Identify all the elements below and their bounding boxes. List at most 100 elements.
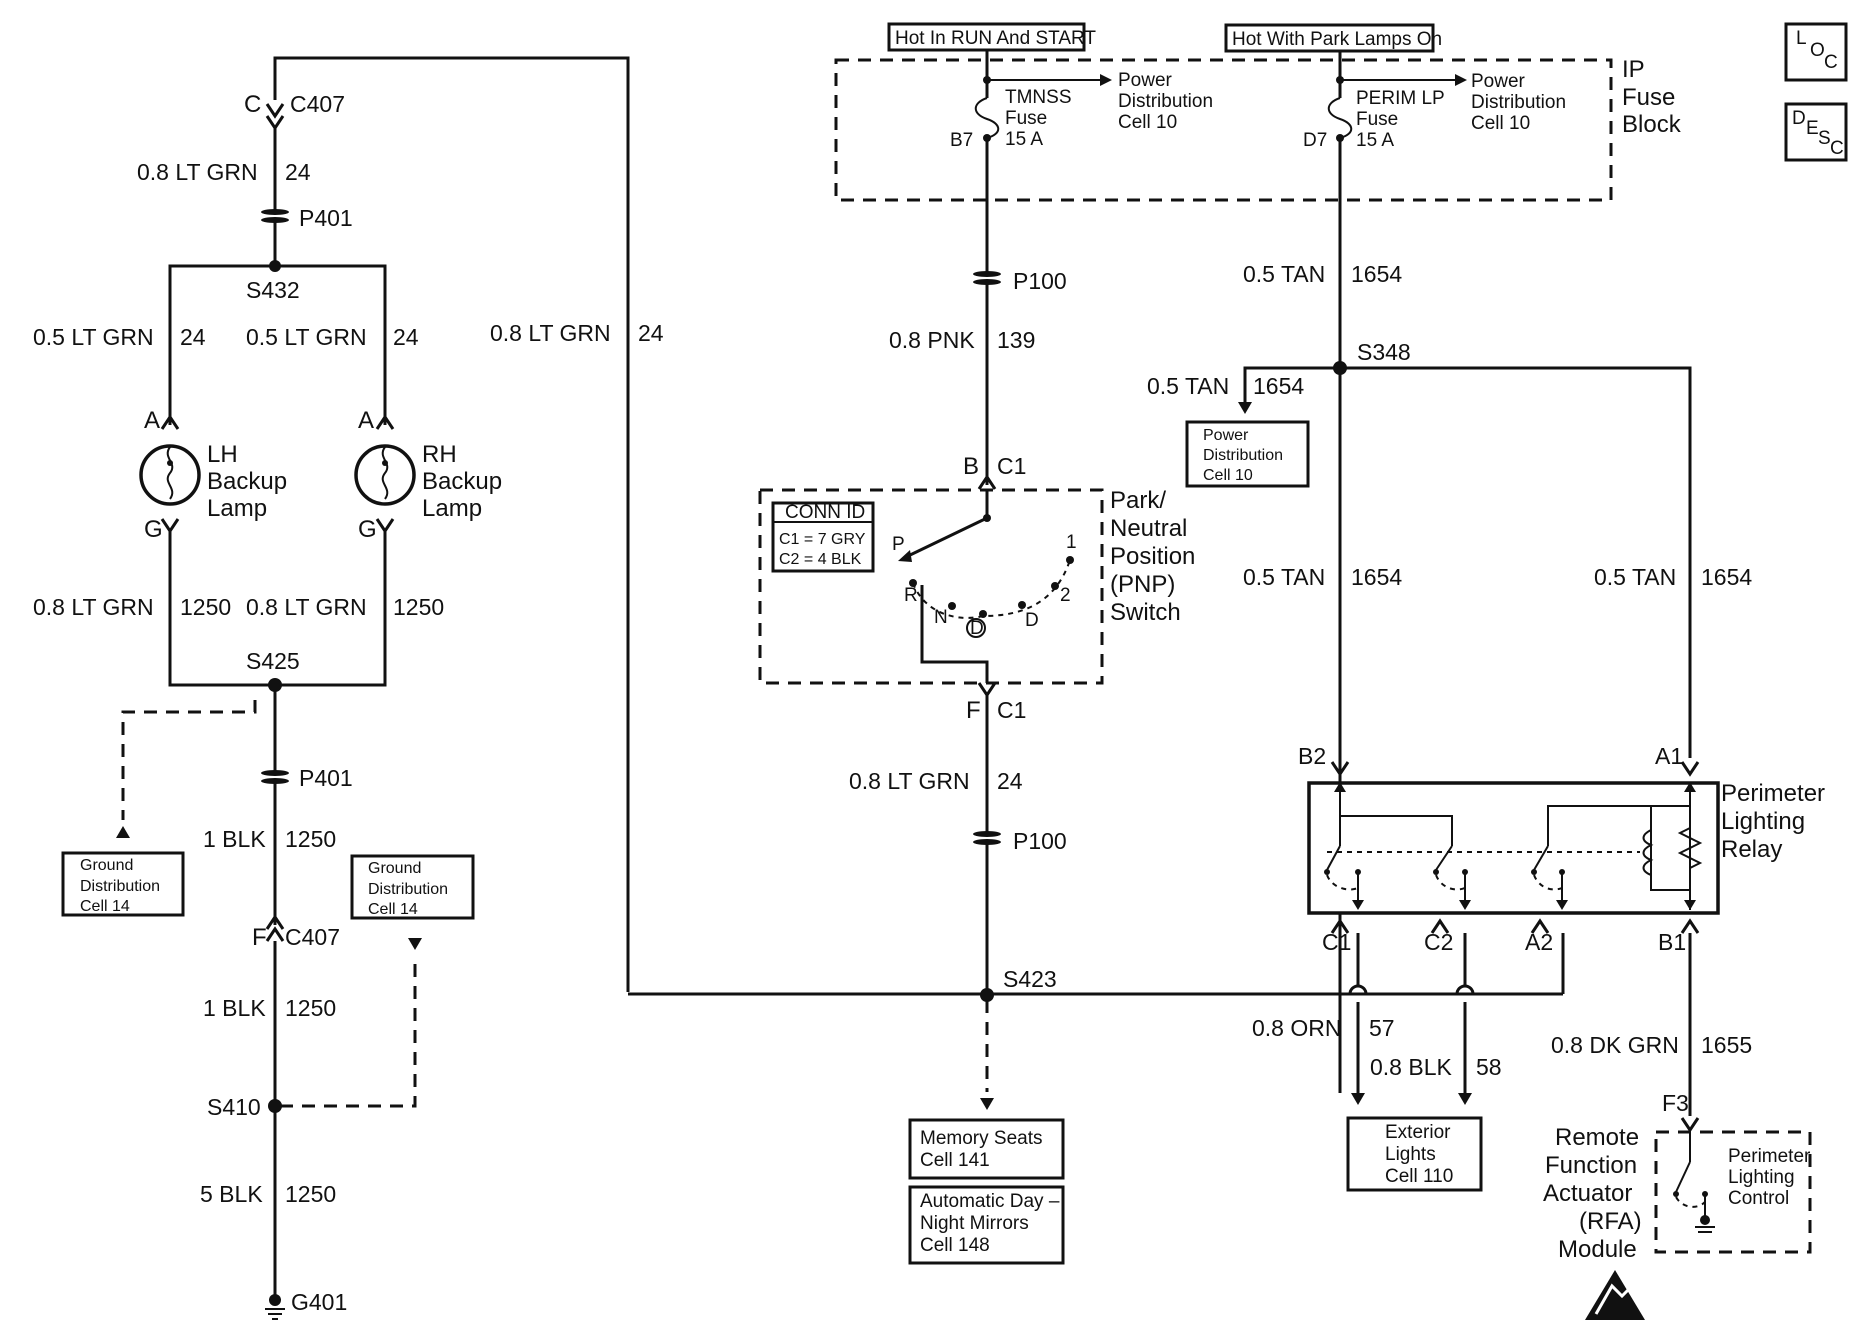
memory-seats-box[interactable] — [908, 1118, 1065, 1180]
ground-distribution-box-left[interactable] — [61, 851, 185, 917]
mirrors-box[interactable] — [908, 1185, 1065, 1265]
ground-right-line3: Cell 14 — [368, 901, 418, 918]
ground-right-line2: Distribution — [368, 881, 448, 898]
perim-line2: Fuse — [1356, 109, 1398, 130]
perim-dest-line1: Power — [1471, 71, 1526, 92]
p100-top-label: P100 — [1013, 268, 1067, 294]
wire-blk3-color: 5 BLK — [200, 1181, 263, 1207]
power-distribution-box[interactable] — [1185, 420, 1310, 488]
wire-pnk-color: 0.8 PNK — [889, 327, 975, 353]
rfa-label-1: Remote — [1555, 1124, 1639, 1151]
relay-label-3: Relay — [1721, 836, 1782, 863]
pnp-label-3: Position — [1110, 543, 1195, 570]
pos-2: 2 — [1060, 585, 1071, 606]
perim-pin: D7 — [1303, 130, 1327, 151]
pin-b1: B1 — [1658, 929, 1686, 955]
pin-b2: B2 — [1298, 743, 1326, 769]
c1-top-label: C1 — [997, 453, 1026, 479]
pos-d-circled: D — [970, 618, 984, 639]
pnp-switch-arm — [907, 516, 988, 558]
s423-label: S423 — [1003, 966, 1057, 992]
lh-wire-number: 24 — [180, 324, 206, 350]
tmnss-pin: B7 — [950, 130, 973, 151]
esd-warning-icon — [1585, 1270, 1645, 1320]
power-dist-line1: Power — [1203, 427, 1249, 444]
svg-text:C: C — [1824, 52, 1838, 73]
s410-splice — [268, 1099, 282, 1113]
rfa-label-4: (RFA) — [1579, 1208, 1642, 1235]
lh-lamp-line1: LH — [207, 441, 238, 468]
c407-top-pin: C — [244, 91, 261, 118]
pos-1: 1 — [1066, 532, 1077, 553]
memory-seats-line2: Cell 141 — [920, 1150, 990, 1171]
c407-top-label: C407 — [290, 91, 345, 117]
tmnss-line1: TMNSS — [1005, 87, 1072, 108]
lh-wire-color: 0.5 LT GRN — [33, 324, 154, 350]
svg-text:S: S — [1818, 128, 1831, 149]
ground-left-line2: Distribution — [80, 878, 160, 895]
tmnss-dest-line3: Cell 10 — [1118, 112, 1177, 133]
g401-ground-symbol — [265, 1294, 285, 1320]
wire-blk2-color: 1 BLK — [203, 995, 266, 1021]
mirrors-line2: Night Mirrors — [920, 1213, 1029, 1234]
mirrors-line3: Cell 148 — [920, 1235, 990, 1256]
svg-text:O: O — [1810, 40, 1825, 61]
relay-label-2: Lighting — [1721, 808, 1805, 835]
svg-text:E: E — [1806, 118, 1819, 139]
pin-a1: A1 — [1655, 743, 1683, 769]
rfa-module-box — [1654, 1130, 1812, 1254]
pos-r: R — [904, 585, 918, 606]
perimeter-control-line3: Control — [1728, 1188, 1789, 1209]
pnp-label-1: Park/ — [1110, 487, 1166, 514]
perimeter-relay-box — [1307, 781, 1720, 915]
lh-pin-g: G — [144, 516, 163, 543]
tmnss-fuse-symbol — [974, 97, 1000, 139]
p401-top-label: P401 — [299, 205, 353, 231]
power-dist-line2: Distribution — [1203, 447, 1283, 464]
desc-icon[interactable]: D E S C — [1784, 102, 1848, 162]
c1-top-pin: B — [963, 453, 979, 480]
hot-run-start-box — [887, 22, 1086, 52]
wire-tan3-color: 0.5 TAN — [1243, 564, 1325, 590]
wire-orn-number: 57 — [1369, 1015, 1395, 1041]
wire-dkgrn-color: 0.8 DK GRN — [1551, 1032, 1679, 1058]
pnp-label-5: Switch — [1110, 599, 1181, 626]
ip-fuse-block: Hot In RUN And START Hot With Park Lamps… — [834, 22, 1682, 202]
wire-ltgrn-color: 0.8 LT GRN — [849, 768, 970, 794]
rfa-label-5: Module — [1558, 1236, 1637, 1263]
wire-blk3-number: 1250 — [285, 1181, 336, 1207]
loc-icon[interactable]: L O C — [1784, 22, 1848, 82]
c1-bottom-label: C1 — [997, 697, 1026, 723]
rfa-label-3: Actuator — [1543, 1180, 1632, 1207]
rh-pin-g: G — [358, 516, 377, 543]
ground-left-line3: Cell 14 — [80, 898, 130, 915]
lh-wire2-color: 0.8 LT GRN — [33, 594, 154, 620]
ground-distribution-box-right[interactable] — [350, 854, 475, 920]
exterior-lights-line1: Exterior — [1385, 1122, 1451, 1143]
s410-label: S410 — [207, 1094, 261, 1120]
pin-f3: F3 — [1662, 1090, 1689, 1116]
lh-lamp-line2: Backup — [207, 468, 287, 495]
p401-bottom-label: P401 — [299, 765, 353, 791]
rh-pin-a: A — [358, 407, 374, 434]
rh-wire2-color: 0.8 LT GRN — [246, 594, 367, 620]
lh-pin-a: A — [144, 407, 160, 434]
exterior-lights-box[interactable] — [1346, 1116, 1483, 1192]
conn-id-row-1: C1 = 7 GRY — [779, 531, 866, 548]
s425-label: S425 — [246, 648, 300, 674]
perim-fuse-symbol — [1327, 97, 1353, 139]
pin-c2: C2 — [1424, 929, 1453, 955]
wire-ltgrn-number: 24 — [997, 768, 1023, 794]
rh-lamp-line1: RH — [422, 441, 457, 468]
perim-dest-line2: Distribution — [1471, 92, 1566, 113]
rh-wire2-number: 1250 — [393, 594, 444, 620]
tmnss-line2: Fuse — [1005, 108, 1047, 129]
s432-label: S432 — [246, 277, 300, 303]
perim-line1: PERIM LP — [1356, 88, 1445, 109]
p100-bottom-label: P100 — [1013, 828, 1067, 854]
long-wire-color: 0.8 LT GRN — [490, 320, 611, 346]
wire-tan3-number: 1654 — [1351, 564, 1402, 590]
pnp-switch-circuit: P100 0.8 PNK 139 B C1 CONN ID C1 = 7 GRY… — [628, 138, 1563, 1265]
perimeter-control-line2: Lighting — [1728, 1167, 1795, 1188]
